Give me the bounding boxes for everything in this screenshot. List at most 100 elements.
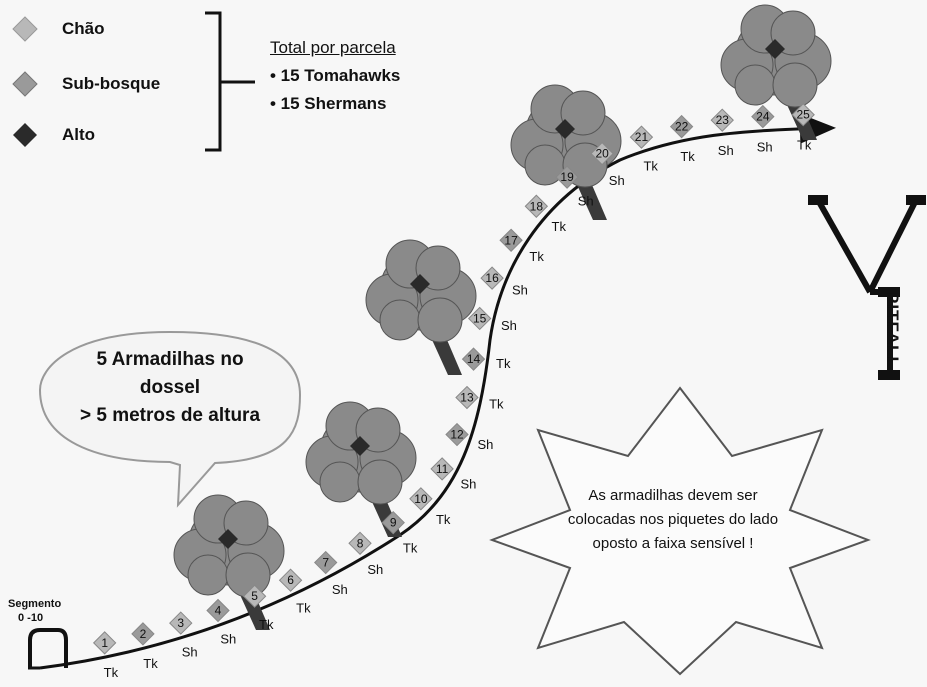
station-number: 20 bbox=[595, 147, 609, 161]
star-note-line: oposto a faixa sensível ! bbox=[592, 535, 754, 552]
station-marker: 1Tk bbox=[92, 631, 119, 680]
trap-label: Sh bbox=[718, 143, 734, 158]
trap-label: Sh bbox=[578, 194, 594, 209]
segment-marker-icon bbox=[28, 628, 68, 668]
trap-label: Sh bbox=[477, 437, 493, 452]
tree-icon bbox=[365, 239, 477, 375]
trap-label: Tk bbox=[104, 665, 119, 680]
station-marker: 13 Tk bbox=[455, 385, 504, 412]
station-number: 3 bbox=[177, 616, 184, 630]
note-star bbox=[489, 386, 871, 676]
bubble-line: > 5 metros de altura bbox=[79, 405, 261, 426]
trap-label: Tk bbox=[259, 617, 274, 632]
station-number: 12 bbox=[450, 428, 464, 442]
station-number: 13 bbox=[460, 391, 474, 405]
chao-marker-icon bbox=[12, 16, 38, 42]
star-note-line: As armadilhas devem ser bbox=[588, 487, 758, 504]
station-number: 15 bbox=[473, 311, 487, 325]
star-note-line: colocadas nos piquetes do lado bbox=[567, 511, 779, 528]
station-number: 23 bbox=[716, 113, 730, 127]
bubble-line: dossel bbox=[139, 377, 201, 398]
trap-label: Tk bbox=[529, 249, 544, 264]
segment-range: 0 -10 bbox=[18, 612, 44, 624]
station-number: 9 bbox=[390, 516, 397, 530]
trap-label: Sh bbox=[220, 632, 236, 647]
pitfall-label: PITFALL bbox=[883, 292, 902, 368]
trap-label: Tk bbox=[489, 397, 504, 412]
station-number: 4 bbox=[215, 604, 222, 618]
station-marker: 9Tk bbox=[381, 510, 418, 555]
station-number: 2 bbox=[140, 627, 147, 641]
trap-label: Tk bbox=[143, 656, 158, 671]
pitfall-icon bbox=[808, 195, 926, 380]
station-number: 21 bbox=[635, 130, 649, 144]
station-number: 1 bbox=[101, 636, 108, 650]
station-number: 8 bbox=[357, 536, 364, 550]
station-number: 24 bbox=[756, 110, 770, 124]
station-number: 17 bbox=[504, 233, 518, 247]
station-marker: 2Tk bbox=[131, 622, 158, 671]
station-number: 19 bbox=[560, 170, 574, 184]
totals-title: Total por parcela bbox=[270, 38, 396, 57]
station-number: 7 bbox=[322, 556, 329, 570]
station-number: 11 bbox=[436, 462, 449, 476]
station-marker: 7Sh bbox=[314, 550, 348, 597]
totals-item: • 15 Tomahawks bbox=[270, 66, 401, 85]
segment-label: Segmento bbox=[8, 598, 62, 610]
bubble-line: 5 Armadilhas no bbox=[96, 349, 244, 370]
legend-label: Chão bbox=[62, 19, 105, 38]
tree-icon bbox=[305, 401, 417, 537]
trap-label: Tk bbox=[296, 600, 311, 615]
trap-label: Sh bbox=[332, 582, 348, 597]
station-number: 10 bbox=[414, 492, 428, 506]
trap-label: Tk bbox=[680, 149, 695, 164]
station-number: 5 bbox=[251, 589, 258, 603]
sub-bosque-marker-icon bbox=[12, 71, 38, 97]
tree-icon bbox=[173, 494, 285, 630]
legend-item-sub-bosque: Sub-bosque bbox=[12, 71, 160, 97]
trap-label: Tk bbox=[436, 512, 451, 527]
trap-label: Sh bbox=[501, 318, 517, 333]
bubble-text: 5 Armadilhas no dossel > 5 metros de alt… bbox=[40, 346, 300, 430]
station-number: 14 bbox=[467, 352, 481, 366]
station-marker: 4Sh bbox=[206, 598, 236, 647]
trap-label: Sh bbox=[182, 645, 198, 660]
station-number: 22 bbox=[675, 120, 689, 134]
legend-label: Sub-bosque bbox=[62, 74, 161, 93]
trap-label: Tk bbox=[496, 356, 511, 371]
station-marker: 14 Tk bbox=[461, 347, 511, 371]
legend-bracket bbox=[205, 11, 255, 152]
trees-layer bbox=[173, 4, 832, 630]
trap-label: Sh bbox=[367, 562, 383, 577]
speech-bubble bbox=[38, 330, 302, 508]
totals-item: • 15 Shermans bbox=[270, 94, 387, 113]
trap-label: Tk bbox=[643, 159, 658, 174]
station-marker: 6Tk bbox=[278, 568, 311, 615]
station-number: 6 bbox=[287, 573, 294, 587]
trap-label: Sh bbox=[609, 173, 625, 188]
transect-path bbox=[39, 113, 836, 670]
station-marker: 3Sh bbox=[169, 611, 198, 660]
star-note-text: As armadilhas devem ser colocadas nos pi… bbox=[548, 484, 798, 556]
station-number: 25 bbox=[797, 108, 811, 122]
stations-layer: 1Tk2Tk3Sh4Sh5Tk6Tk7Sh8Sh9Tk10Tk11Sh12Sh1… bbox=[92, 103, 815, 680]
legend-label: Alto bbox=[62, 125, 96, 144]
trap-label: Sh bbox=[460, 476, 476, 491]
tree-icon bbox=[510, 84, 622, 220]
trap-label: Tk bbox=[552, 219, 567, 234]
station-marker: 8Sh bbox=[348, 531, 383, 577]
